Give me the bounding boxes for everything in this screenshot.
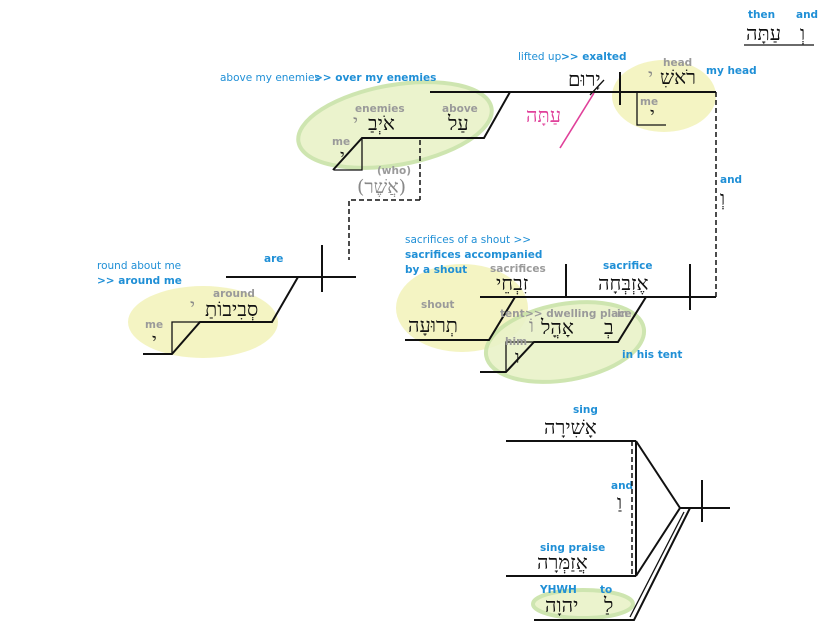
- gloss-sing: sing: [573, 404, 598, 416]
- heb-aholo-him: ו: [515, 347, 520, 368]
- heb-be: בְ: [604, 315, 614, 339]
- heb-vattah: עַתָּה: [746, 21, 781, 45]
- heb-yarum: יָרוּם: [568, 67, 601, 91]
- gloss-above: above: [442, 103, 478, 115]
- heb-vattah-conj: וְ: [800, 21, 805, 45]
- gloss-who: (who): [377, 165, 411, 177]
- gloss-sing-praise: sing praise: [540, 542, 605, 554]
- gloss-yhwh: YHWH: [539, 584, 577, 596]
- highlight-enemies: [296, 80, 494, 170]
- heb-zivchei: זִבְחֵי: [496, 271, 528, 295]
- highlight-yhwh: [531, 588, 635, 620]
- oyvay-me-line: [334, 138, 363, 171]
- gloss-enemies: enemies: [355, 103, 405, 115]
- heb-asher: (אֲשֶׁר): [357, 176, 406, 198]
- gloss-sacrifices: sacrifices: [490, 263, 546, 275]
- gloss-to: to: [600, 584, 612, 596]
- heb-al: עַל: [447, 111, 469, 135]
- pink-slash: [559, 92, 595, 149]
- gloss-sacrifice-blue: sacrifice: [603, 260, 652, 272]
- heb-rosh: רֹאשִׁ: [660, 65, 696, 89]
- gloss-me-around: me: [145, 319, 163, 331]
- gloss-sacrifices-accompanied: sacrifices accompanied: [405, 249, 542, 261]
- gloss-are: are: [264, 253, 283, 265]
- gloss-over-my-enemies: >> over my enemies: [314, 72, 436, 84]
- heb-ve-vertical: וְ: [720, 186, 725, 210]
- heb-ezbechah: אֶזְבְּחָה: [598, 271, 649, 295]
- heb-oyvay-me: י: [340, 146, 345, 167]
- gloss-by-a-shout: by a shout: [405, 264, 467, 276]
- gloss-in-his-tent: in his tent: [622, 349, 682, 361]
- heb-ashirah: אָשִׁירָה: [544, 415, 597, 439]
- heb-oyvay: אֹיְבַ: [368, 111, 395, 135]
- slant-main: [589, 79, 605, 96]
- gloss-exalted: >> exalted: [561, 51, 627, 63]
- heb-attah-pink: עַתָּה: [526, 103, 561, 127]
- gloss-round-about-me: round about me: [97, 260, 181, 272]
- compound-fork: [635, 440, 682, 577]
- aholo-him-line: [505, 341, 534, 372]
- al-slant-line: [332, 91, 511, 171]
- gloss-then: then: [748, 9, 775, 21]
- gloss-and-mid: and: [611, 480, 633, 492]
- heb-aholo: אָהֳל: [540, 315, 574, 339]
- gloss-me-enemies: me: [332, 136, 350, 148]
- heb-azammerah: אֲזַמְּרָה: [537, 550, 588, 574]
- rosh-me-line: [636, 92, 666, 126]
- gloss-and-top: and: [796, 9, 818, 21]
- gloss-in: in: [617, 308, 628, 320]
- gloss-around: around: [213, 288, 255, 300]
- heb-rosh-suffix: י: [648, 65, 653, 87]
- gloss-tent: tent: [500, 308, 525, 320]
- gloss-shout: shout: [421, 299, 454, 311]
- heb-sevivotay-suffix: י: [190, 295, 195, 317]
- heb-ve-conj: וַ: [617, 490, 622, 514]
- le-slant-line: [534, 507, 691, 621]
- gloss-around-me: >> around me: [97, 275, 182, 287]
- gloss-him: him: [505, 336, 527, 348]
- zivchei-slant: [405, 296, 516, 341]
- le-slant-line-parallel: [629, 511, 685, 618]
- heb-le: לַ: [603, 593, 613, 617]
- gloss-me-head: me: [640, 96, 658, 108]
- gloss-lifted-up: lifted up: [518, 51, 562, 63]
- sevivotay-me-line: [171, 321, 200, 354]
- heb-sevivotay: סְבִיבוֹתַ: [205, 297, 258, 321]
- gloss-head: head: [663, 57, 692, 69]
- gloss-above-my-enemies: above my enemies: [220, 72, 320, 84]
- heb-teruah: תְרוּעָה: [408, 313, 458, 337]
- gloss-and-vertical: and: [720, 174, 742, 186]
- gloss-my-head: my head: [706, 65, 757, 77]
- gloss-dwelling-place: >> dwelling place: [525, 308, 632, 320]
- gloss-sacrifices-of-a-shout: sacrifices of a shout >>: [405, 234, 531, 246]
- highlight-head: [612, 60, 716, 132]
- heb-aholo-suffix: וֹ: [529, 315, 534, 337]
- heb-oyvay-suffix: י: [353, 111, 358, 133]
- heb-sevivotay-me: י: [152, 330, 157, 351]
- heb-rosh-me: י: [650, 104, 655, 125]
- heb-yhwh: יהוָה: [545, 593, 578, 617]
